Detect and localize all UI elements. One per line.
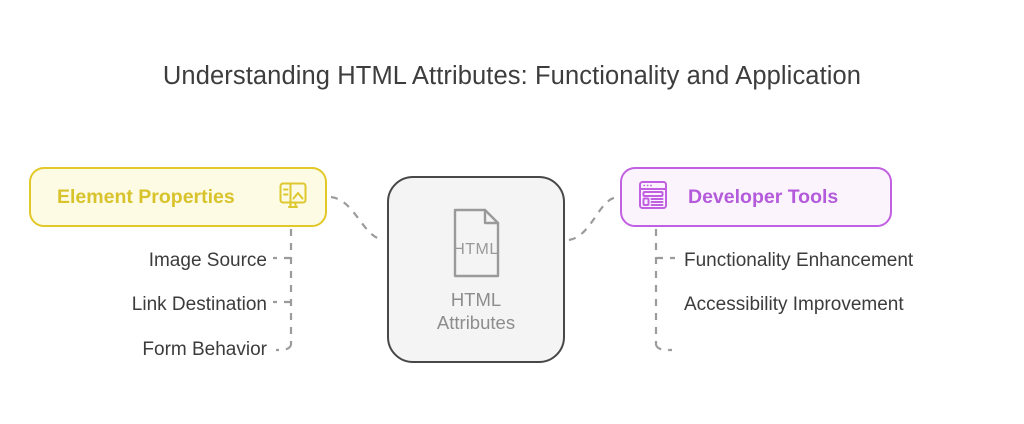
sub-item-link-destination: Link Destination [131,294,267,315]
connector-center-to-right [568,195,618,242]
sub-item-accessibility-improvement: Accessibility Improvement [684,294,904,315]
center-node-label-line1: HTML [450,289,502,310]
connector-right-branch-1 [654,344,673,352]
page-title: Understanding HTML Attributes: Functiona… [162,62,862,90]
connector-left-branch-2 [275,344,293,352]
branch-node-element-properties[interactable]: Element Properties [29,167,327,227]
branch-label-element-properties: Element Properties [57,185,235,208]
branch-node-developer-tools[interactable]: Developer Tools [620,167,892,227]
center-node-html-attributes[interactable]: HTML HTML Attributes [387,176,565,363]
sub-item-form-behavior: Form Behavior [142,339,267,360]
connector-left-to-center [330,195,384,242]
sub-item-functionality-enhancement: Functionality Enhancement [684,250,914,271]
center-node-label: HTML Attributes [437,288,515,334]
monitor-image-icon [277,179,309,216]
svg-text:HTML: HTML [453,241,499,258]
sub-item-image-source: Image Source [148,250,267,271]
center-node-label-line2: Attributes [436,312,516,333]
html-document-icon: HTML [445,207,507,284]
browser-window-icon [636,178,670,217]
branch-label-developer-tools: Developer Tools [688,185,839,208]
